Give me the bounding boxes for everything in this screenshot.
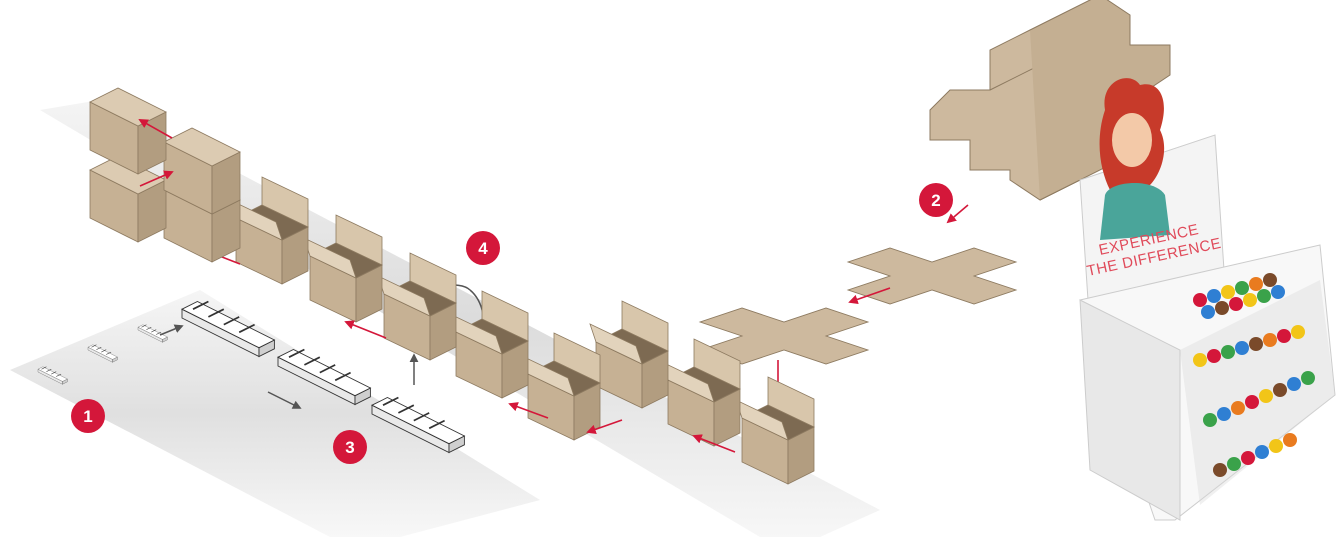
step-badge-2: 2 xyxy=(919,183,953,217)
counter-display: EXPERIENCE THE DIFFERENCE xyxy=(1080,78,1335,520)
step-label-2: 2 xyxy=(931,191,940,210)
step-badge-3: 3 xyxy=(333,430,367,464)
step-badge-4: 4 xyxy=(466,231,500,265)
step-label-1: 1 xyxy=(83,407,92,426)
flat-blanks xyxy=(700,205,1016,400)
woman-illustration xyxy=(1100,78,1170,240)
step-label-4: 4 xyxy=(478,239,488,258)
step-label-3: 3 xyxy=(345,438,354,457)
step-badge-1: 1 xyxy=(71,399,105,433)
closed-boxes xyxy=(90,88,240,262)
